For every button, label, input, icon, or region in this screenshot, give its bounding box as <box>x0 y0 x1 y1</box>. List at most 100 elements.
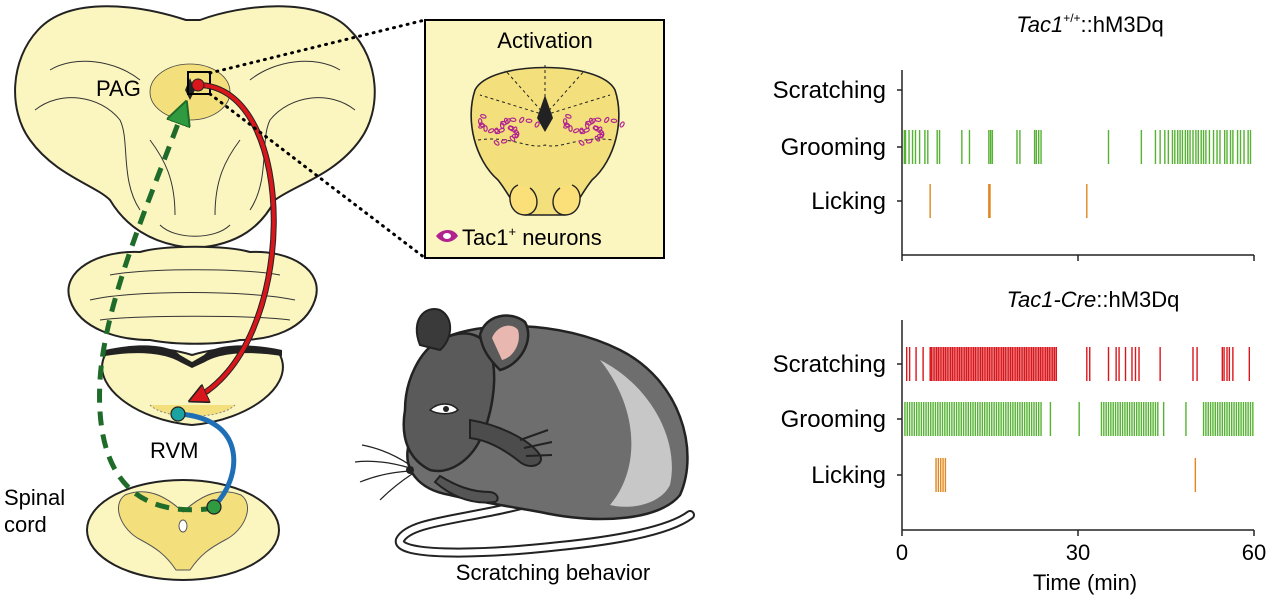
tac1-neuron <box>604 116 610 124</box>
cerebellum-contour <box>109 269 281 276</box>
rvm-to-spinal-path <box>179 411 237 507</box>
midbrain-section: PAG <box>14 5 376 250</box>
tac1-neuron <box>572 128 580 134</box>
fourth-ventricle <box>105 345 282 368</box>
tac1-neuron <box>578 140 585 146</box>
tac1-neuron <box>525 118 533 124</box>
mouse-pupil <box>443 406 449 412</box>
row-label-grooming: Grooming <box>781 134 886 161</box>
midbrain-contour <box>49 60 141 81</box>
tac1-neuron <box>505 118 511 125</box>
midbrain-contour <box>214 139 241 216</box>
mouse-ear-back <box>415 308 452 352</box>
tac1-neuron <box>519 116 525 124</box>
tac1-neuron <box>568 125 573 132</box>
mouse-ear-inner <box>492 325 519 360</box>
spinal-cord-label-line1: Spinal <box>4 485 65 510</box>
scratching-behavior-label: Scratching behavior <box>456 560 650 585</box>
tac1-neuron <box>483 125 488 132</box>
tac1-neurons-label: Tac1+ neurons <box>462 224 602 250</box>
tac1-neuron <box>565 113 572 119</box>
hindbrain-section: RVM <box>67 245 318 463</box>
spinal-to-pag-dashed-arrow <box>97 105 216 513</box>
mouse-illustration: Scratching behavior <box>354 308 695 585</box>
raster-chart-bottom: Tac1-Cre::hM3Dq Time (min) 0 30 60 Scratchi… <box>773 287 1267 595</box>
midbrain-contour <box>249 60 341 81</box>
mouse-front-paw <box>433 474 499 504</box>
inset-pag-outline <box>470 66 620 216</box>
tac1-neuron <box>563 122 571 128</box>
pag-label: PAG <box>96 76 141 101</box>
mouse-whiskers <box>354 444 413 501</box>
tac1-neuron <box>487 128 495 134</box>
tac1-neuron <box>478 122 486 128</box>
tac1-neuron-icon <box>436 230 458 242</box>
inset-lobe-right <box>552 184 581 216</box>
neuron-cluster <box>477 113 625 146</box>
x-tick-label: 60 <box>1242 540 1266 565</box>
raster-title-top: Tac1+/+::hM3Dq <box>1016 11 1163 37</box>
row-label-scratching: Scratching <box>773 77 886 104</box>
tac1-neuron <box>585 138 593 144</box>
rvm-node <box>170 406 186 422</box>
midbrain-contour <box>249 97 356 211</box>
pathways <box>97 78 277 515</box>
x-tick-label: 0 <box>896 540 908 565</box>
pag-zoom-box <box>187 71 211 95</box>
inset-lobe-left <box>509 184 538 216</box>
midbrain-contour <box>159 224 231 237</box>
row-label-scratching: Scratching <box>773 351 886 378</box>
tac1-neuron <box>477 118 483 125</box>
spinal-cord-label-line2: cord <box>4 512 47 537</box>
inset-division-line <box>544 94 611 116</box>
rvm-label: RVM <box>150 438 199 463</box>
cerebellum-contour <box>99 315 291 321</box>
tac1-neuron <box>498 127 505 133</box>
activation-inset: Activation Tac1+ neurons <box>424 19 665 259</box>
pag-to-rvm-arrow-core <box>192 83 276 400</box>
tac1-neuron <box>480 113 487 119</box>
raster-title-bottom: Tac1-Cre::hM3Dq <box>1007 287 1180 312</box>
tac1-neuron <box>494 127 499 135</box>
tac1-neuron <box>596 133 604 139</box>
inset-division-line <box>479 94 546 116</box>
tac1-neuron <box>619 121 625 128</box>
tac1-neuron <box>598 129 605 136</box>
midbrain-outline <box>14 5 376 250</box>
central-canal <box>178 519 188 533</box>
tac1-neuron <box>511 133 519 139</box>
x-axis-label: Time (min) <box>1033 570 1137 595</box>
tac1-neuron <box>513 129 520 136</box>
inset-division-line <box>504 69 546 116</box>
pag-node <box>191 78 205 92</box>
row-label-licking: Licking <box>811 462 886 489</box>
tac1-neuron <box>579 127 584 135</box>
tac1-neuron <box>562 118 568 125</box>
midbrain-contour <box>149 139 176 216</box>
cerebellum-contour <box>89 292 296 301</box>
inset-division-line <box>544 69 586 116</box>
tac1-neuron <box>610 118 618 124</box>
spinal-node <box>206 499 222 515</box>
tac1-neuron <box>593 125 599 132</box>
tac1-neuron <box>534 121 540 128</box>
inset-title: Activation <box>497 28 592 53</box>
mouse-claws <box>519 429 553 457</box>
zoom-line-lower <box>208 92 427 260</box>
zoom-line-upper <box>208 18 427 75</box>
zoom-lines <box>208 18 427 260</box>
midbrain-contour <box>34 97 141 211</box>
mouse-body-highlight <box>600 360 672 507</box>
x-tick-label: 30 <box>1066 540 1090 565</box>
tac1-neuron <box>500 138 508 144</box>
tac1-neuron <box>590 118 596 125</box>
mouse-tail-inner <box>396 497 693 556</box>
row-label-licking: Licking <box>811 188 886 215</box>
mouse-forelimb <box>469 418 542 467</box>
row-label-grooming: Grooming <box>781 406 886 433</box>
tac1-neuron <box>583 127 590 133</box>
tac1-neuron <box>508 125 514 132</box>
tac1-neuron <box>493 140 500 146</box>
